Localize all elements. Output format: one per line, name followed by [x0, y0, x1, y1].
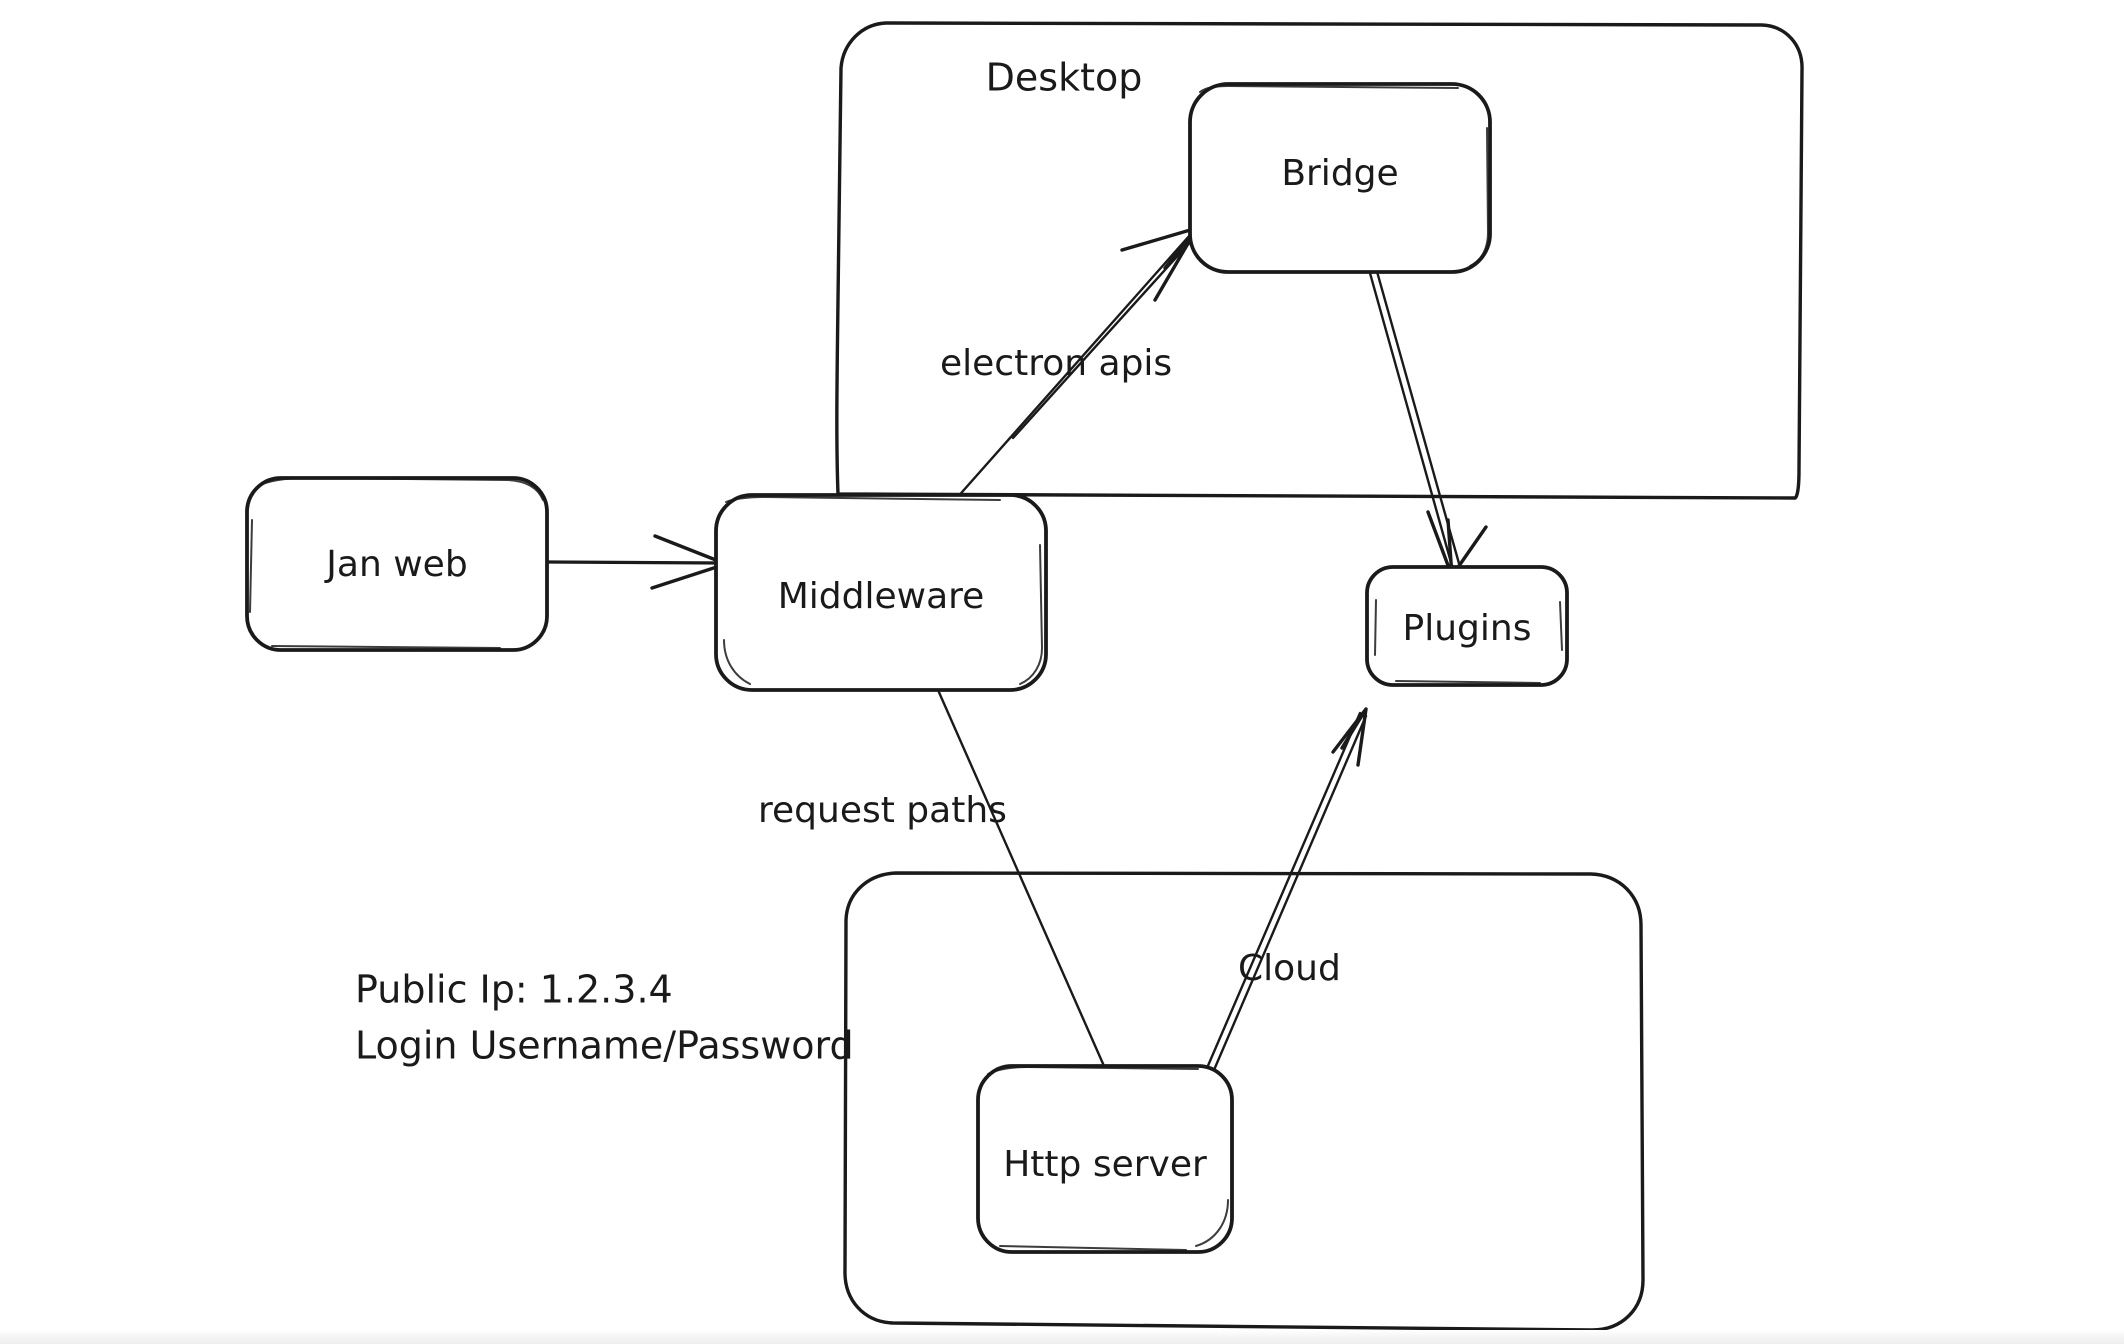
- edge-httpserver-to-middleware-line: [936, 688, 1106, 1068]
- edge-httpserver-to-plugins-line-echo: [1212, 714, 1368, 1072]
- edge-httpserver-to-plugins[interactable]: [1205, 707, 1368, 1072]
- edge-janweb-to-middleware[interactable]: [547, 534, 728, 590]
- cloud-group-label: Cloud: [1238, 948, 1341, 989]
- node-http-server[interactable]: Http server: [976, 1064, 1234, 1254]
- node-http-server-label: Http server: [1003, 1144, 1207, 1185]
- edge-bridge-to-plugins-line-echo: [1374, 266, 1462, 569]
- edge-bridge-to-plugins-line: [1366, 264, 1454, 568]
- node-jan-web-box-echo: [249, 477, 544, 649]
- node-plugins-box: [1365, 565, 1569, 687]
- node-bridge-label: Bridge: [1281, 153, 1398, 194]
- node-bridge-box-echo: [1199, 85, 1489, 267]
- edge-httpserver-to-plugins-line: [1205, 711, 1362, 1070]
- group-cloud[interactable]: Cloud: [843, 871, 1645, 1332]
- node-jan-web-label: Jan web: [324, 544, 467, 585]
- cloud-group-border: [843, 871, 1645, 1332]
- node-plugins-label: Plugins: [1403, 608, 1532, 649]
- node-jan-web[interactable]: Jan web: [245, 476, 549, 652]
- node-middleware-box-echo: [723, 496, 1043, 685]
- edge-label-electron-apis: electron apis: [940, 343, 1172, 384]
- bottom-edge-strip: [0, 1330, 2124, 1344]
- node-plugins[interactable]: Plugins: [1365, 565, 1569, 687]
- edge-middleware-to-bridge-line-echo: [1011, 238, 1194, 440]
- arrowhead-into-plugins-bottom: [1331, 707, 1368, 767]
- edge-label-request-paths: request paths: [758, 790, 1007, 831]
- notes-block: Public Ip: 1.2.3.4 Login Username/Passwo…: [355, 968, 854, 1068]
- node-middleware-box: [714, 493, 1048, 692]
- node-middleware[interactable]: Middleware: [714, 493, 1048, 692]
- desktop-group-label: Desktop: [986, 56, 1143, 100]
- node-middleware-label: Middleware: [778, 576, 985, 617]
- node-bridge-box: [1188, 82, 1492, 274]
- note-login-credentials: Login Username/Password: [355, 1024, 854, 1068]
- node-http-server-box-echo: [987, 1066, 1229, 1251]
- edge-janweb-to-middleware-line: [547, 560, 724, 565]
- node-plugins-box-echo: [1374, 599, 1563, 684]
- note-public-ip: Public Ip: 1.2.3.4: [355, 968, 673, 1012]
- edge-middleware-to-bridge-line: [953, 233, 1192, 502]
- edge-httpserver-to-middleware[interactable]: request paths: [758, 688, 1106, 1068]
- node-bridge[interactable]: Bridge: [1188, 82, 1492, 274]
- node-http-server-box: [976, 1064, 1234, 1254]
